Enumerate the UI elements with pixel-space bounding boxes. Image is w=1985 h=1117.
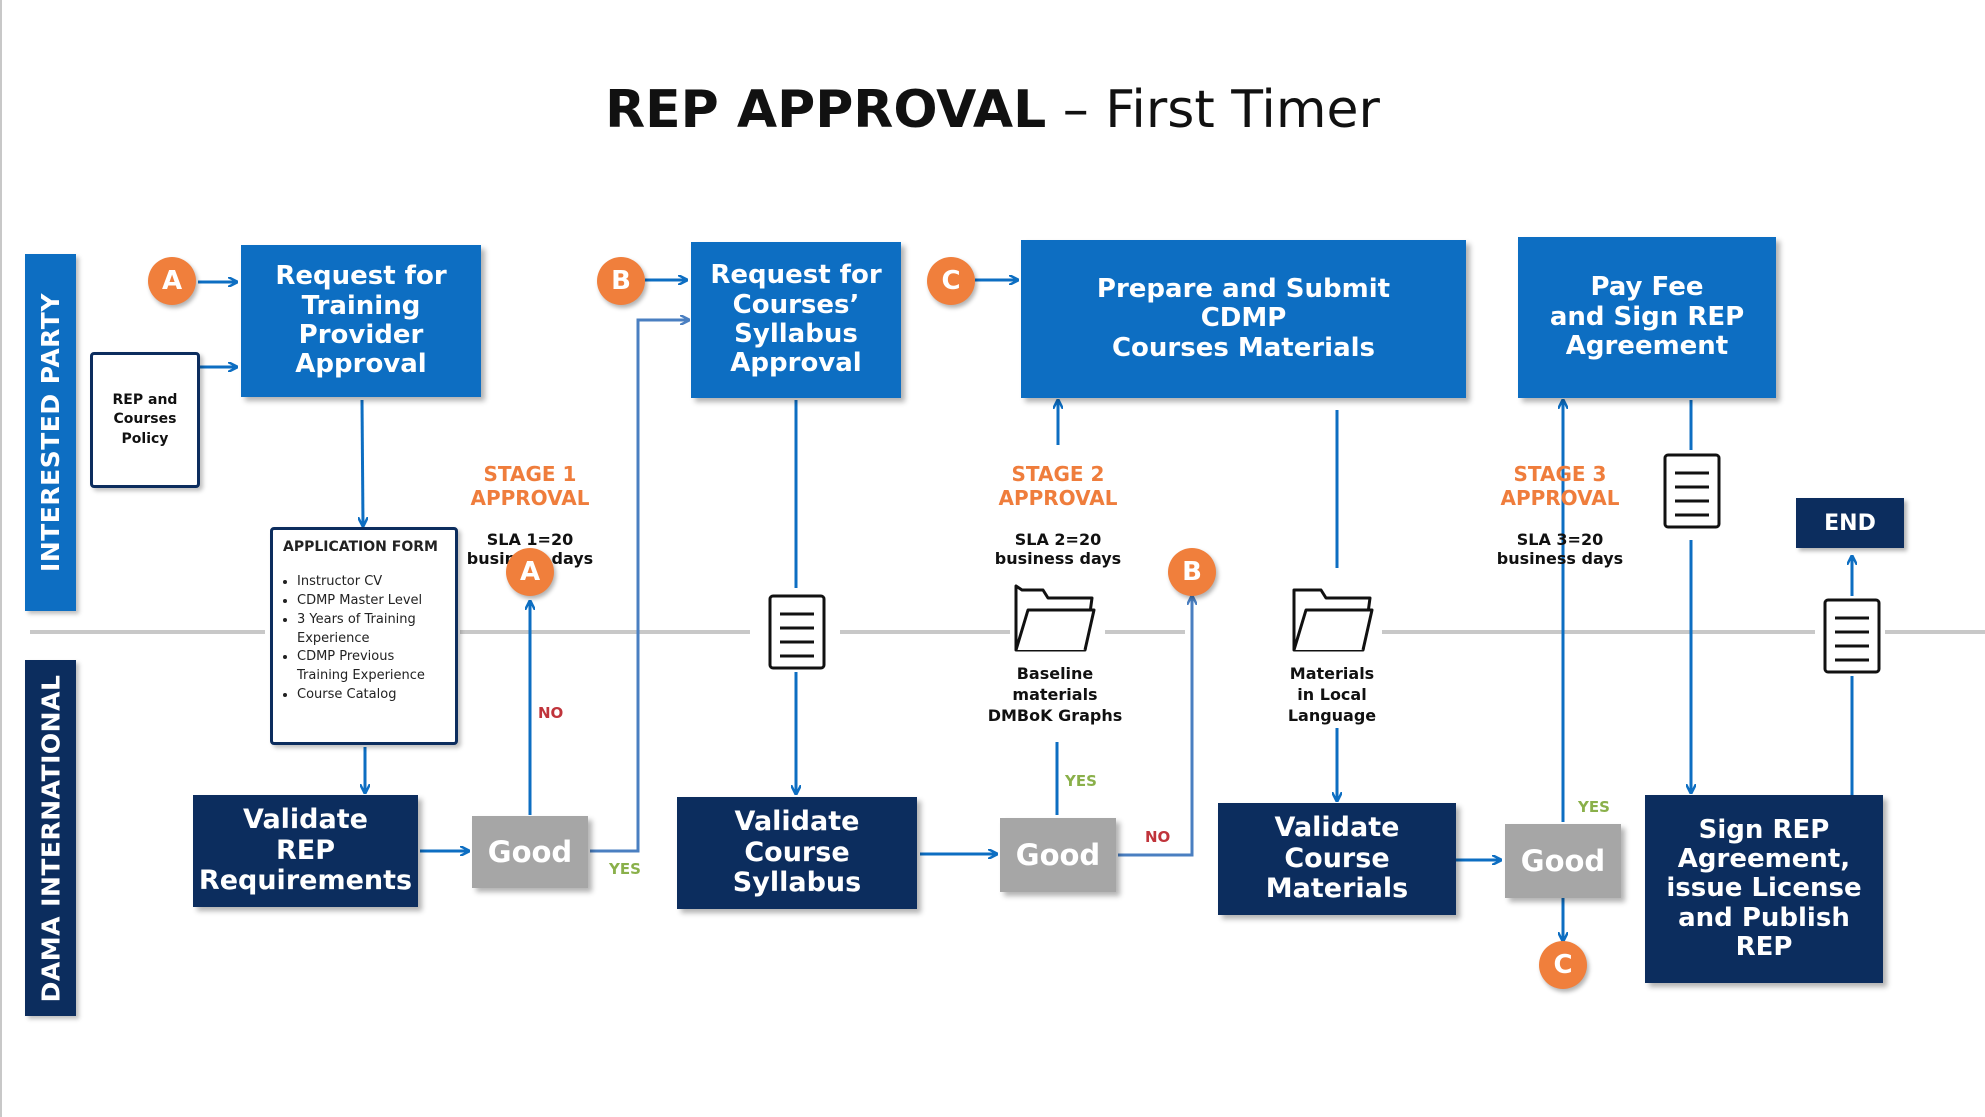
stage-2-name: STAGE 2 APPROVAL [998, 461, 1118, 510]
stage-1-label: STAGE 1 APPROVAL SLA 1=20 business days [455, 442, 605, 588]
connector-a: A [506, 548, 554, 596]
validate-rep-requirements: Validate REP Requirements [193, 795, 418, 907]
connector-a: A [148, 257, 196, 305]
decision-good-1: Good [472, 816, 588, 888]
page-title: REP APPROVAL – First Timer [0, 80, 1985, 140]
folder-icon [1292, 588, 1374, 652]
baseline-materials-caption: Baseline materials DMBoK Graphs [987, 664, 1123, 725]
arrow-good2-no-to-b [1118, 597, 1192, 857]
application-form-item: Instructor CV [297, 573, 445, 592]
stage-3-sla: SLA 3=20 business days [1496, 529, 1624, 569]
connector-b: B [597, 257, 645, 305]
document-icon [1663, 453, 1721, 529]
no-label: NO [1145, 828, 1171, 846]
stage-3-name: STAGE 3 APPROVAL [1500, 461, 1620, 510]
end-terminal: END [1796, 498, 1904, 548]
lane-dama-international: DAMA INTERNATIONAL [25, 660, 76, 1016]
lane-interested-party: INTERESTED PARTY [25, 254, 76, 611]
connector-b: B [1168, 548, 1216, 596]
document-icon [1823, 598, 1881, 674]
pay-fee-sign-agreement: Pay Fee and Sign REP Agreement [1518, 237, 1776, 398]
validate-course-materials: Validate Course Materials [1218, 803, 1456, 915]
folder-icon [1014, 584, 1096, 652]
title-rest: – First Timer [1046, 80, 1380, 140]
yes-label: YES [1065, 772, 1097, 790]
local-language-caption: Materials in Local Language [1287, 664, 1377, 725]
decision-good-2: Good [1000, 818, 1116, 892]
document-icon [768, 594, 826, 670]
application-form-item: Course Catalog [297, 686, 445, 705]
arrow-good1-yes-to-request-courses [590, 320, 688, 853]
validate-course-syllabus: Validate Course Syllabus [677, 797, 917, 909]
yes-label: YES [609, 860, 641, 878]
rep-courses-policy: REP and Courses Policy [90, 352, 200, 488]
stage-2-sla: SLA 2=20 business days [994, 529, 1122, 569]
application-form-item: 3 Years of Training Experience [297, 611, 445, 649]
stage-2-label: STAGE 2 APPROVAL SLA 2=20 business days [983, 442, 1133, 588]
no-label: NO [538, 704, 564, 722]
connector-c: C [927, 257, 975, 305]
title-bold: REP APPROVAL [605, 80, 1047, 140]
stage-1-name: STAGE 1 APPROVAL [470, 461, 590, 510]
connector-c: C [1539, 941, 1587, 989]
prepare-submit-materials: Prepare and Submit CDMP Courses Material… [1021, 240, 1466, 398]
application-form-title: APPLICATION FORM [283, 539, 438, 555]
sign-rep-issue-license: Sign REP Agreement, issue License and Pu… [1645, 795, 1883, 983]
left-border [0, 0, 2, 1117]
application-form: APPLICATION FORM Instructor CV CDMP Mast… [270, 527, 458, 745]
application-form-item: CDMP Previous Training Experience [297, 648, 445, 686]
request-courses-syllabus-approval: Request for Courses’ Syllabus Approval [691, 242, 901, 398]
application-form-list: Instructor CV CDMP Master Level 3 Years … [283, 573, 445, 705]
application-form-item: CDMP Master Level [297, 592, 445, 611]
stage-3-label: STAGE 3 APPROVAL SLA 3=20 business days [1485, 442, 1635, 588]
arrow-request-to-form [362, 399, 363, 525]
yes-label: YES [1578, 798, 1610, 816]
request-training-provider-approval: Request for Training Provider Approval [241, 245, 481, 397]
decision-good-3: Good [1505, 824, 1621, 898]
